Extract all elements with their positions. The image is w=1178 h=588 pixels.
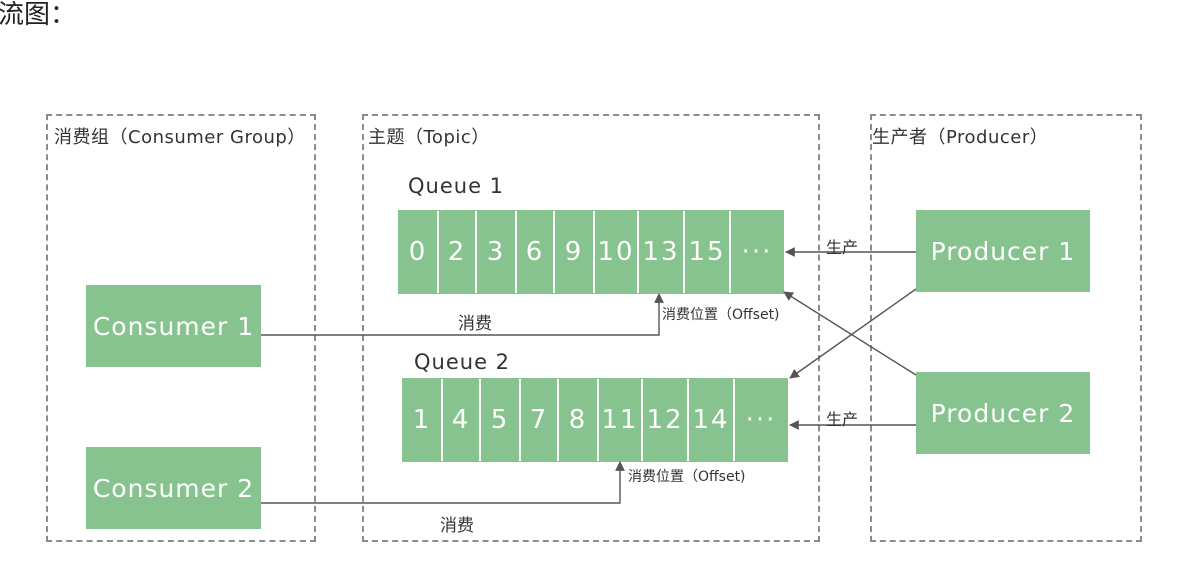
producer-1-to-queue-2-arrow [789,288,917,379]
queue-2-cell: 8 [559,379,599,461]
consumer-group-frame [46,114,316,542]
queue-2-cell: 11 [599,379,643,461]
consumer-1-box: Consumer 1 [86,285,261,367]
queue-1-cell: 13 [639,211,685,293]
producer-2-box: Producer 2 [916,372,1090,454]
produce-label-1: 生产 [826,238,859,257]
queue-1-cell: 0 [399,211,439,293]
topic-title: 主题（Topic） [368,127,490,148]
producer-1-box: Producer 1 [916,210,1090,292]
producer-title: 生产者（Producer） [872,127,1049,148]
consumer-2-box: Consumer 2 [86,447,261,529]
queue-1-cell: 15 [685,211,731,293]
queue-1-cell: 10 [595,211,639,293]
producer-2-to-queue-1-arrow [783,291,917,376]
queue-1-cell: 9 [555,211,595,293]
produce-label-2: 生产 [826,410,859,429]
topic-frame [362,114,820,542]
consumer-group-title: 消费组（Consumer Group） [54,127,306,148]
queue-2-cell: ··· [745,405,777,435]
offset-label-2: 消费位置（Offset) [628,469,746,485]
queue-1: 0 2 3 6 9 10 13 15 ··· [398,210,784,294]
queue-1-label: Queue 1 [408,174,505,198]
queue-1-cell: 6 [517,211,555,293]
queue-2-cell: 7 [521,379,559,461]
queue-1-cell: 2 [439,211,477,293]
offset-label-1: 消费位置（Offset) [662,307,780,323]
queue-2: 1 4 5 7 8 11 12 14 ··· [402,378,788,462]
queue-2-cell: 4 [443,379,481,461]
queue-2-cell: 5 [481,379,521,461]
consume-label-1: 消费 [458,314,492,334]
consume-label-2: 消费 [440,516,474,536]
producer-frame [870,114,1142,542]
queue-2-cell: 14 [689,379,735,461]
queue-2-label: Queue 2 [414,350,511,374]
header-fragment: 流图： [0,0,77,30]
queue-2-cell: 1 [403,379,443,461]
consumer-2-offset-arrow [261,461,625,504]
queue-1-cell: 3 [477,211,517,293]
queue-2-cell: 12 [643,379,689,461]
consumer-1-offset-arrow [261,293,664,336]
queue-1-cell: ··· [741,237,773,267]
